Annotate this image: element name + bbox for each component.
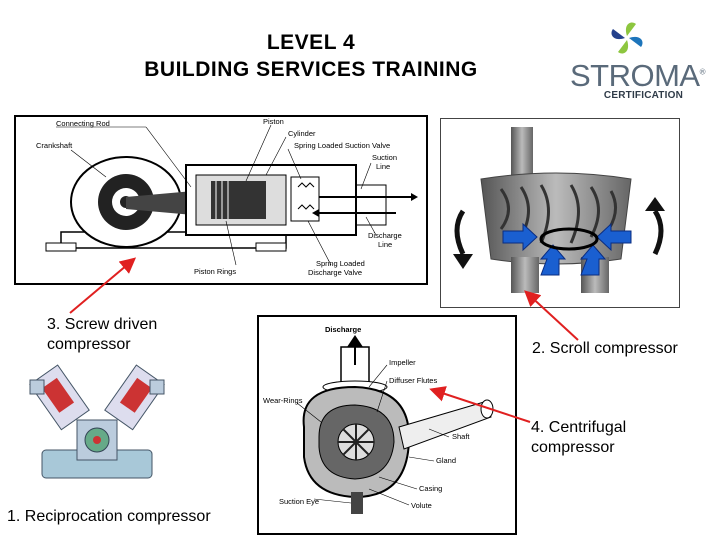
part-discharge: Discharge	[325, 325, 361, 334]
reciprocating-compressor-diagram: Connecting Rod Piston Cylinder Spring Lo…	[14, 115, 428, 285]
part-discharge-line-1: Discharge	[368, 231, 402, 240]
part-impeller: Impeller	[389, 358, 416, 367]
title-level: LEVEL 4	[266, 31, 356, 54]
stroma-logo: STROMA® CERTIFICATION	[570, 18, 706, 101]
label-centrifugal-compressor: 4. Centrifugal compressor	[531, 419, 627, 456]
part-crankshaft: Crankshaft	[36, 141, 73, 150]
part-wear-rings: Wear-Rings	[263, 396, 303, 405]
logo-subtitle: CERTIFICATION	[603, 90, 683, 101]
part-connecting-rod: Connecting Rod	[56, 119, 110, 128]
part-discharge-line-2: Line	[378, 240, 392, 249]
part-suction-line-1: Suction	[372, 153, 397, 162]
title-building-services: BUILDING SERVICES TRAINING	[144, 58, 478, 81]
part-piston-rings: Piston Rings	[194, 267, 236, 276]
label-reciprocation-compressor: 1. Reciprocation compressor	[7, 508, 211, 525]
part-shaft: Shaft	[452, 432, 470, 441]
part-gland: Gland	[436, 456, 456, 465]
part-suction-eye: Suction Eye	[279, 497, 319, 506]
logo-wordmark: STROMA®	[570, 58, 706, 93]
part-spring-suction-valve: Spring Loaded Suction Valve	[294, 141, 390, 150]
part-casing: Casing	[419, 484, 442, 493]
screw-rotor-image	[440, 118, 680, 308]
label-screw-compressor: 3. Screw driven compressor	[47, 316, 158, 353]
stroma-pinwheel-icon	[611, 22, 643, 54]
part-volute: Volute	[411, 501, 432, 510]
label-scroll-compressor: 2. Scroll compressor	[532, 340, 678, 357]
part-spring-discharge-valve-2: Discharge Valve	[308, 268, 362, 277]
part-spring-discharge-valve-1: Spring Loaded	[316, 259, 365, 268]
part-piston: Piston	[263, 117, 284, 126]
v-reciprocating-compressor-image	[22, 360, 172, 490]
centrifugal-compressor-diagram: Discharge Impeller Diffuser Flutes Wear-…	[257, 315, 517, 535]
part-diffuser-flutes: Diffuser Flutes	[389, 376, 437, 385]
part-cylinder: Cylinder	[288, 129, 316, 138]
part-suction-line-2: Line	[376, 162, 390, 171]
